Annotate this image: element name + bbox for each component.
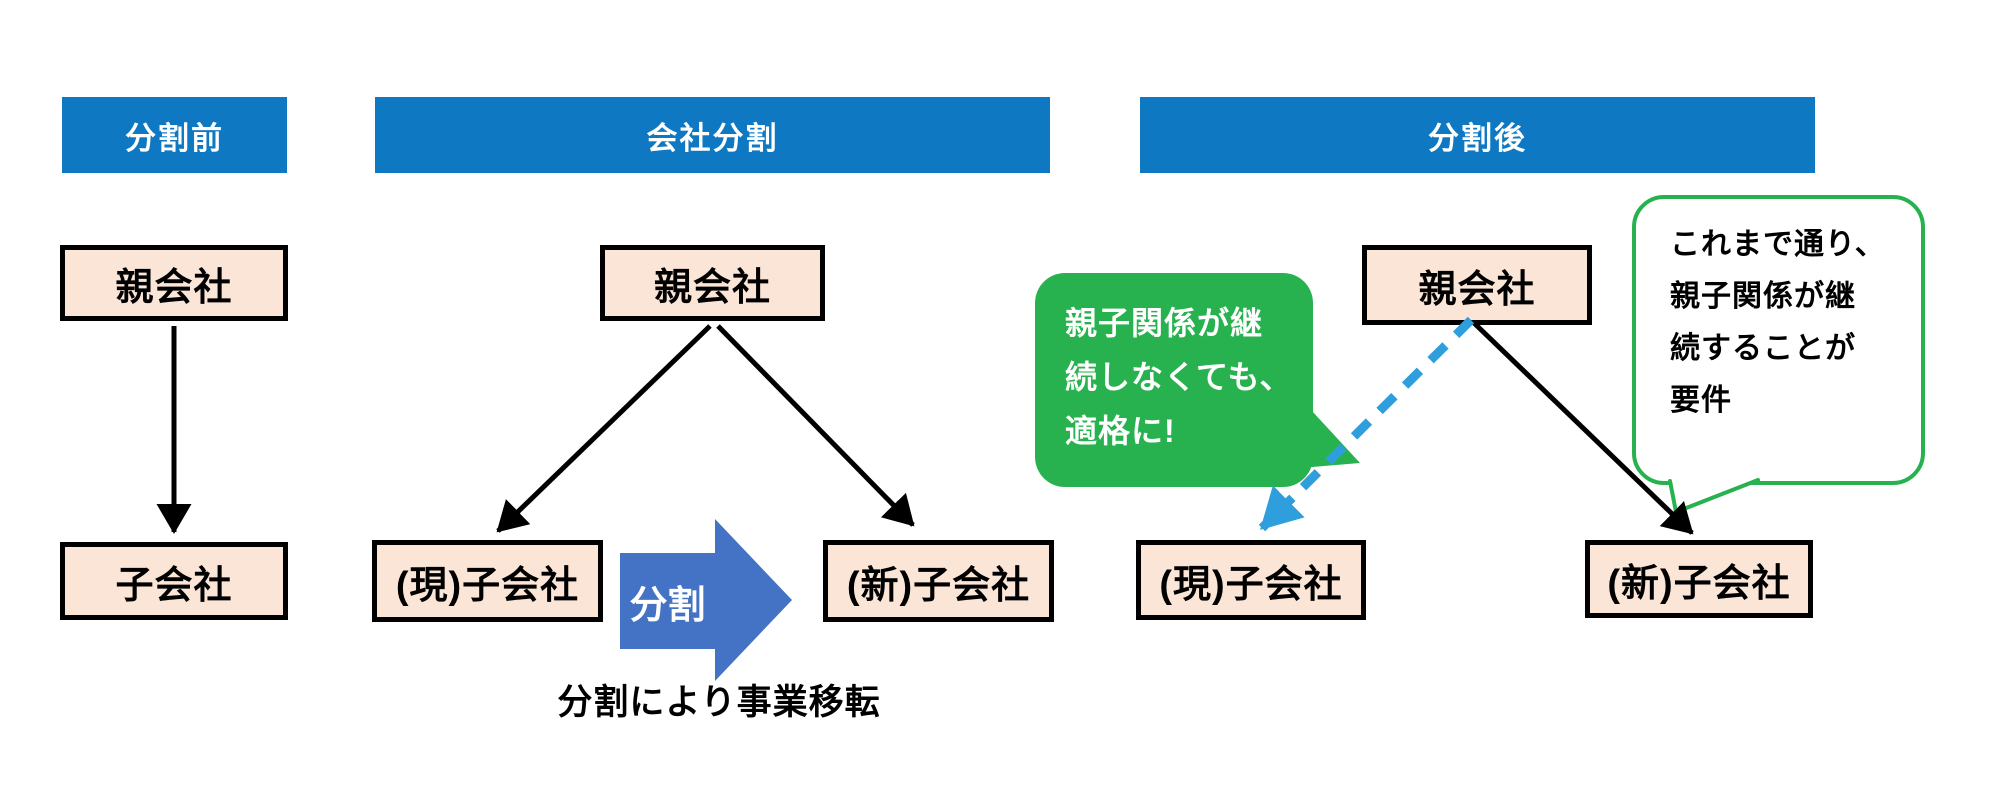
new-subsidiary-box-split: (新)子会社 (823, 540, 1054, 622)
callout-line: 適格に! (1065, 413, 1176, 449)
callout-line: 続しなくても、 (1065, 359, 1293, 395)
current-subsidiary-box-split: (現)子会社 (372, 540, 603, 622)
subsidiary-box-before: 子会社 (60, 542, 288, 620)
qualification-callout-bubble: 親子関係が継 続しなくても、 適格に! (1035, 273, 1313, 487)
callout-line: 続することが (1670, 332, 1856, 365)
current-subsidiary-box-after: (現)子会社 (1136, 540, 1366, 620)
phase-header-after: 分割後 (1140, 97, 1815, 173)
business-transfer-caption: 分割により事業移転 (557, 683, 881, 722)
split-block-arrow-label: 分割 (629, 584, 706, 627)
callout-line: 要件 (1670, 384, 1732, 417)
parent-company-box-split: 親会社 (600, 245, 825, 321)
parent-company-box-after: 親会社 (1362, 245, 1592, 325)
phase-header-split: 会社分割 (375, 97, 1050, 173)
split-arrow-to-new (716, 324, 915, 527)
callout-line: 親子関係が継 (1670, 280, 1856, 313)
white-callout-tail-edge (1668, 479, 1678, 514)
callout-line: これまで通り、 (1670, 228, 1886, 261)
split-arrow-to-current (496, 324, 712, 533)
split-block-arrow: 分割 (620, 519, 792, 681)
new-subsidiary-box-after: (新)子会社 (1585, 540, 1813, 618)
phase-header-before: 分割前 (62, 97, 287, 173)
callout-line: 親子関係が継 (1065, 305, 1264, 341)
requirement-callout-bubble: これまで通り、 親子関係が継 続することが 要件 (1632, 195, 1925, 485)
parent-company-box-before: 親会社 (60, 245, 288, 321)
